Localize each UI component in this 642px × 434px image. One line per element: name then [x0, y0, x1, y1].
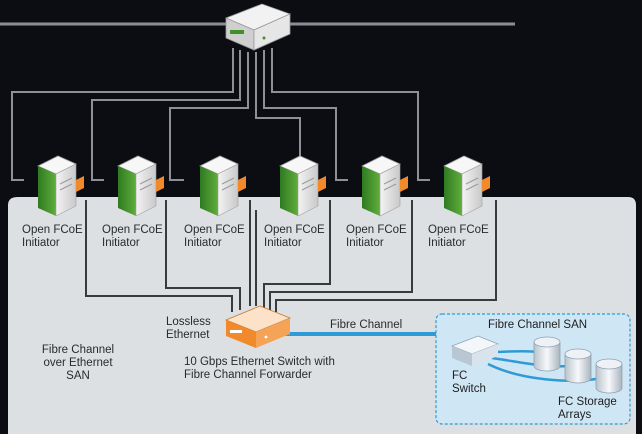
fc-storage-label: FC Storage Arrays — [558, 396, 617, 421]
server-tower-icon — [279, 155, 326, 217]
upper-cables — [11, 48, 430, 181]
lower-cables — [85, 200, 497, 312]
initiator-label-4: Open FCoE Initiator — [264, 224, 325, 249]
lossless-ethernet-label: Lossless Ethernet — [166, 316, 211, 341]
initiator-label-1: Open FCoE Initiator — [22, 224, 83, 249]
initiator-label-5: Open FCoE Initiator — [346, 224, 407, 249]
storage-cylinder-icon — [564, 348, 592, 384]
fcoe-san-label: Fibre Channel over Ethernet SAN — [41, 344, 115, 382]
storage-cylinder-icon — [533, 336, 561, 372]
initiator-label-3: Open FCoE Initiator — [184, 224, 245, 249]
server-tower-icon — [443, 155, 490, 217]
fcoe-switch-icon — [224, 305, 292, 348]
fc-switch-icon — [450, 335, 500, 366]
fibre-channel-label: Fibre Channel — [330, 319, 403, 331]
initiator-label-6: Open FCoE Initiator — [428, 224, 489, 249]
server-tower-icon — [37, 155, 84, 217]
switch-caption: 10 Gbps Ethernet Switch with Fibre Chann… — [184, 356, 335, 381]
server-tower-icon — [199, 155, 246, 217]
server-tower-icon — [117, 155, 164, 217]
fc-san-title: Fibre Channel SAN — [488, 319, 588, 331]
server-tower-icon — [361, 155, 408, 217]
initiator-label-2: Open FCoE Initiator — [102, 224, 163, 249]
ethernet-switch-icon — [224, 3, 292, 51]
storage-cylinder-icon — [595, 358, 623, 394]
fc-switch-label: FC Switch — [452, 370, 486, 395]
server-group — [37, 155, 490, 217]
